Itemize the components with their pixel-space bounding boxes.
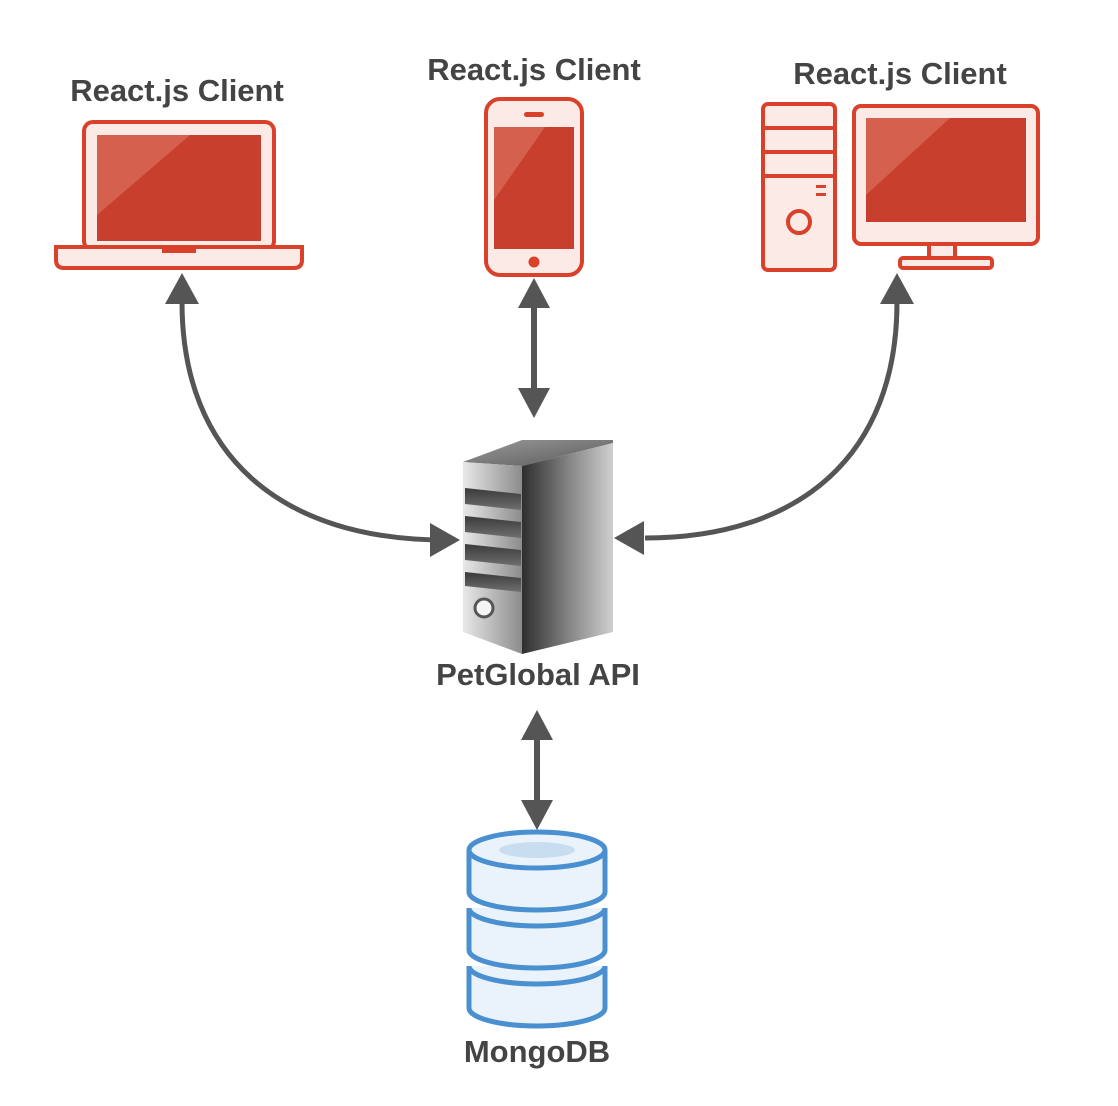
api-server-node: PetGlobal API — [436, 440, 640, 692]
server-tower-icon — [463, 440, 613, 654]
arrowhead-up — [518, 278, 550, 308]
database-node: MongoDB — [464, 829, 610, 1069]
api-label: PetGlobal API — [436, 657, 640, 692]
smartphone-icon — [484, 97, 584, 277]
arrowhead-up — [165, 273, 199, 304]
arrowhead-down — [518, 388, 550, 418]
desktop-client-node: React.js Client — [761, 56, 1040, 272]
connection-laptop-api — [165, 273, 460, 557]
database-icon — [466, 829, 608, 1029]
laptop-client-node: React.js Client — [54, 73, 304, 270]
arrowhead-up — [880, 273, 914, 304]
phone-client-label: React.js Client — [427, 52, 641, 87]
phone-client-node: React.js Client — [427, 52, 641, 277]
connection-desktop-api — [614, 273, 914, 555]
curved-connector — [644, 301, 900, 541]
laptop-client-label: React.js Client — [70, 73, 284, 108]
arrowhead-right — [430, 523, 460, 557]
arrowhead-left — [614, 521, 644, 555]
arrowhead-up — [521, 710, 553, 740]
connection-phone-api — [518, 278, 550, 418]
curved-connector — [179, 301, 446, 543]
connection-api-database — [521, 710, 553, 830]
laptop-icon — [54, 120, 304, 270]
arrowhead-down — [521, 800, 553, 830]
desktop-client-label: React.js Client — [793, 56, 1007, 91]
database-label: MongoDB — [464, 1034, 610, 1069]
desktop-computer-icon — [761, 102, 1040, 272]
